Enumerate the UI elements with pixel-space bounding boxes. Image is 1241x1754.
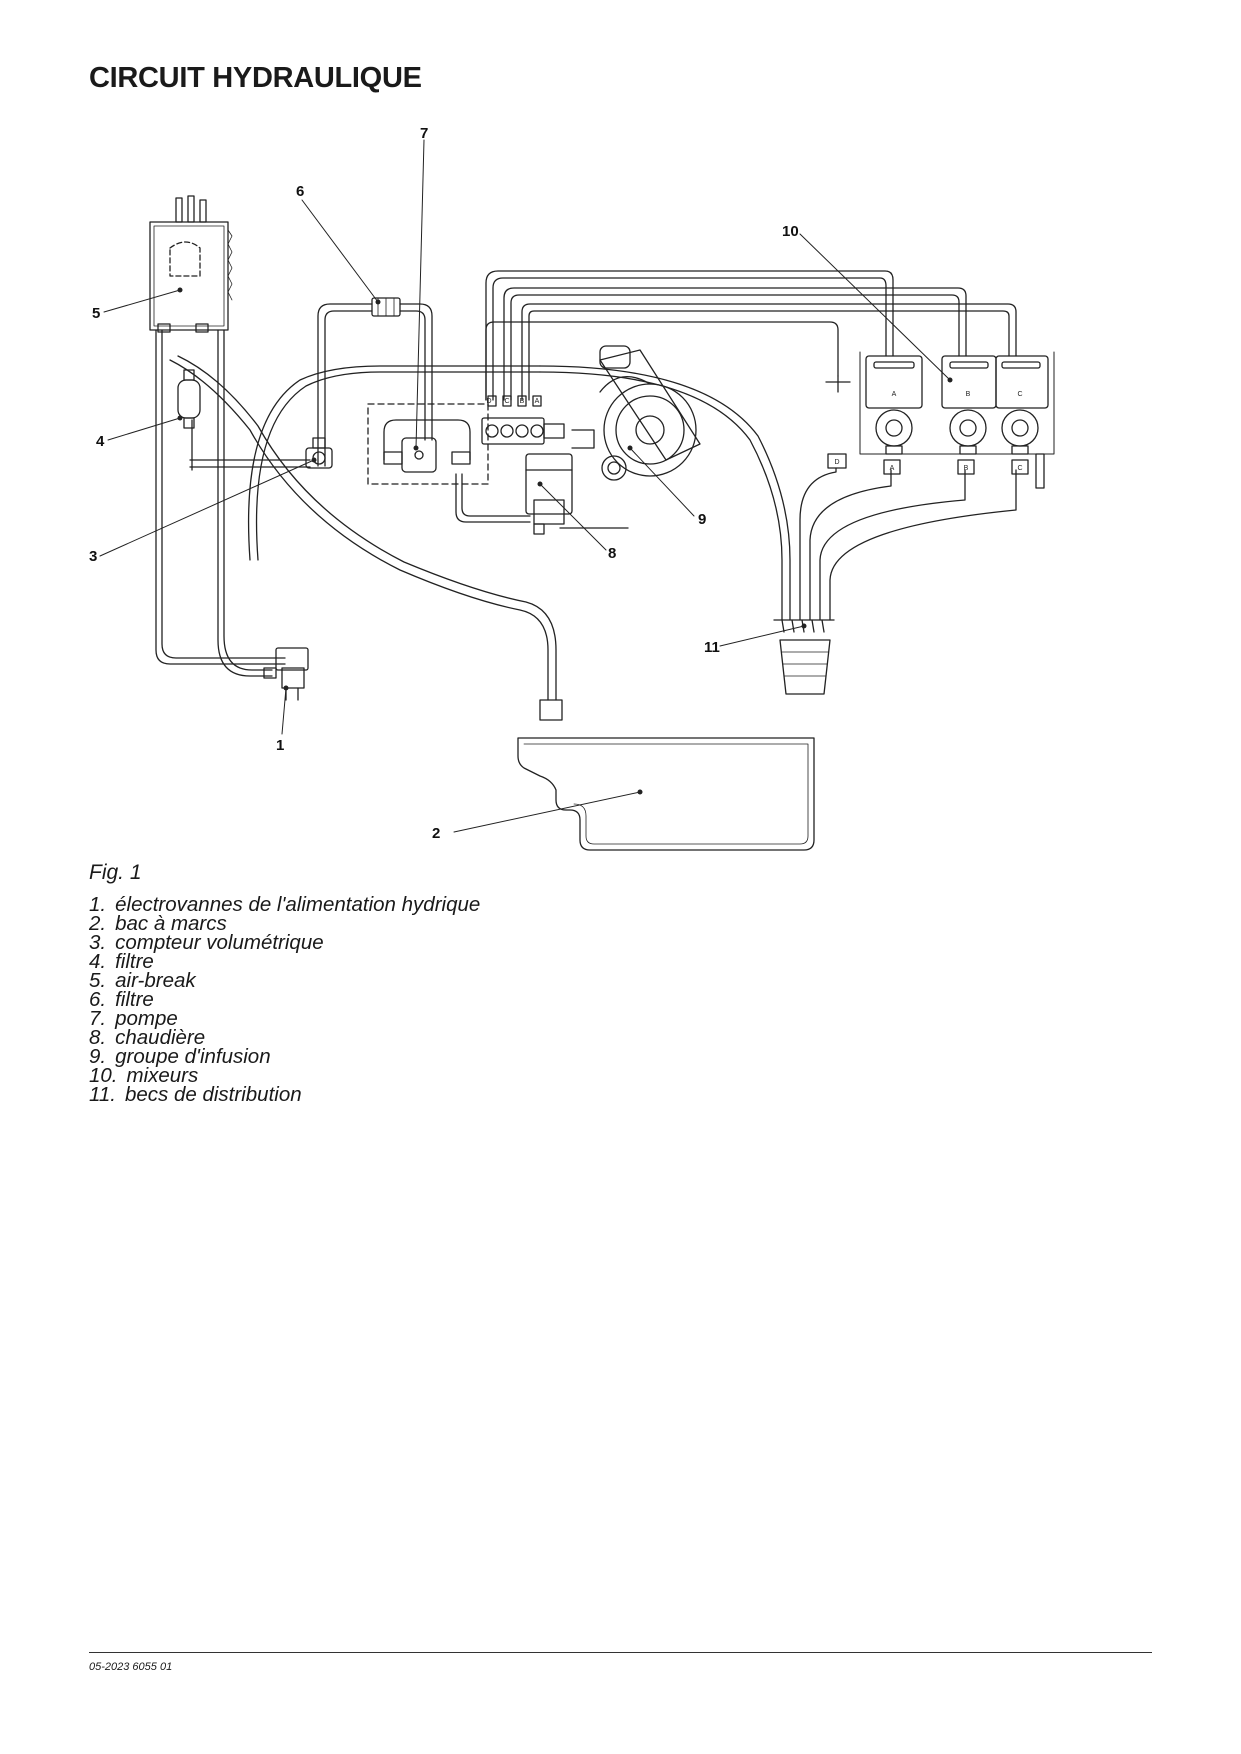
anchor-dots — [177, 287, 953, 795]
page-title: CIRCUIT HYDRAULIQUE — [89, 62, 422, 94]
outlet-a-box — [883, 459, 901, 475]
mixer-c — [995, 355, 1049, 455]
legend-list: 1.électrovannes de l'alimentation hydriq… — [89, 893, 481, 1106]
valve-tag-a: A — [535, 398, 540, 405]
hydraulic-circuit-diagram: D C B A A B C D A B C 1 2 3 4 5 6 7 8 9 … — [89, 125, 1055, 851]
figure-caption: Fig. 1 — [89, 861, 142, 884]
callout-6: 6 — [296, 183, 304, 200]
footer-divider — [89, 1652, 1152, 1653]
leader-7 — [415, 139, 425, 449]
outlet-tag-b: B — [964, 465, 969, 472]
callout-4: 4 — [96, 433, 105, 450]
filter-6 — [371, 297, 401, 317]
callout-9: 9 — [698, 511, 706, 528]
mixer-a — [865, 355, 923, 455]
callout-numbers: 1 2 3 4 5 6 7 8 9 10 11 — [89, 125, 799, 842]
callout-1: 1 — [276, 737, 284, 754]
valve-tag-b: B — [520, 398, 525, 405]
callout-10: 10 — [782, 223, 799, 240]
leader-6 — [301, 199, 379, 303]
callout-3: 3 — [89, 548, 97, 565]
valve-tag-c: C — [504, 398, 509, 405]
callout-8: 8 — [608, 545, 616, 562]
mixer-tag-b: B — [966, 391, 971, 398]
leader-8 — [539, 483, 607, 551]
leader-11 — [719, 625, 805, 647]
callout-5: 5 — [92, 305, 100, 322]
cup — [779, 639, 831, 695]
callout-7: 7 — [420, 125, 428, 142]
mixers — [859, 351, 1055, 489]
legend-item: 6.filtre — [89, 988, 154, 1011]
outlet-tag-c: C — [1017, 465, 1022, 472]
legend-item: 8.chaudière — [89, 1026, 206, 1049]
outlet-b-box — [957, 459, 975, 475]
outlet-tag-d: D — [834, 459, 839, 466]
boiler — [525, 429, 595, 535]
legend-item: 2.bac à marcs — [89, 912, 227, 935]
infusion-group — [599, 345, 701, 481]
outlet-tag-a: A — [890, 465, 895, 472]
valve-tags: D C B A — [486, 398, 539, 405]
footer-reference: 05-2023 6055 01 — [89, 1661, 173, 1673]
mixer-tags: A B C — [892, 391, 1023, 398]
air-break — [149, 195, 233, 333]
hoses — [155, 270, 1017, 701]
callout-11: 11 — [704, 639, 720, 656]
leader-9 — [629, 447, 695, 517]
valve-bank — [481, 395, 565, 445]
callout-2: 2 — [432, 825, 440, 842]
legend-item: 10.mixeurs — [89, 1064, 199, 1087]
leader-lines — [99, 139, 951, 833]
legend-item: 1.électrovannes de l'alimentation hydriq… — [89, 893, 481, 916]
grounds-bin — [517, 699, 815, 851]
outlet-tags: D A B C — [834, 459, 1022, 472]
legend-item: 4.filtre — [89, 950, 154, 973]
legend-item: 3.compteur volumétrique — [89, 931, 324, 954]
leader-4 — [107, 417, 181, 441]
volumetric-counter — [305, 437, 333, 469]
filter-4 — [177, 369, 201, 429]
legend-item: 5.air-break — [89, 969, 196, 992]
mixer-tag-a: A — [892, 391, 897, 398]
valve-d-block — [825, 375, 851, 469]
legend-item: 7.pompe — [89, 1007, 178, 1030]
leader-10 — [799, 233, 951, 381]
mixer-tag-c: C — [1017, 391, 1022, 398]
mixer-b — [941, 355, 997, 455]
legend-item: 9.groupe d'infusion — [89, 1045, 271, 1068]
outlet-c-box — [1011, 459, 1029, 475]
valve-tag-d: D — [486, 398, 491, 405]
leader-2 — [453, 791, 641, 833]
leader-5 — [103, 289, 181, 313]
leader-1 — [281, 687, 287, 735]
leader-3 — [99, 459, 315, 557]
pump — [367, 403, 489, 485]
legend-item: 11.becs de distribution — [89, 1083, 302, 1106]
